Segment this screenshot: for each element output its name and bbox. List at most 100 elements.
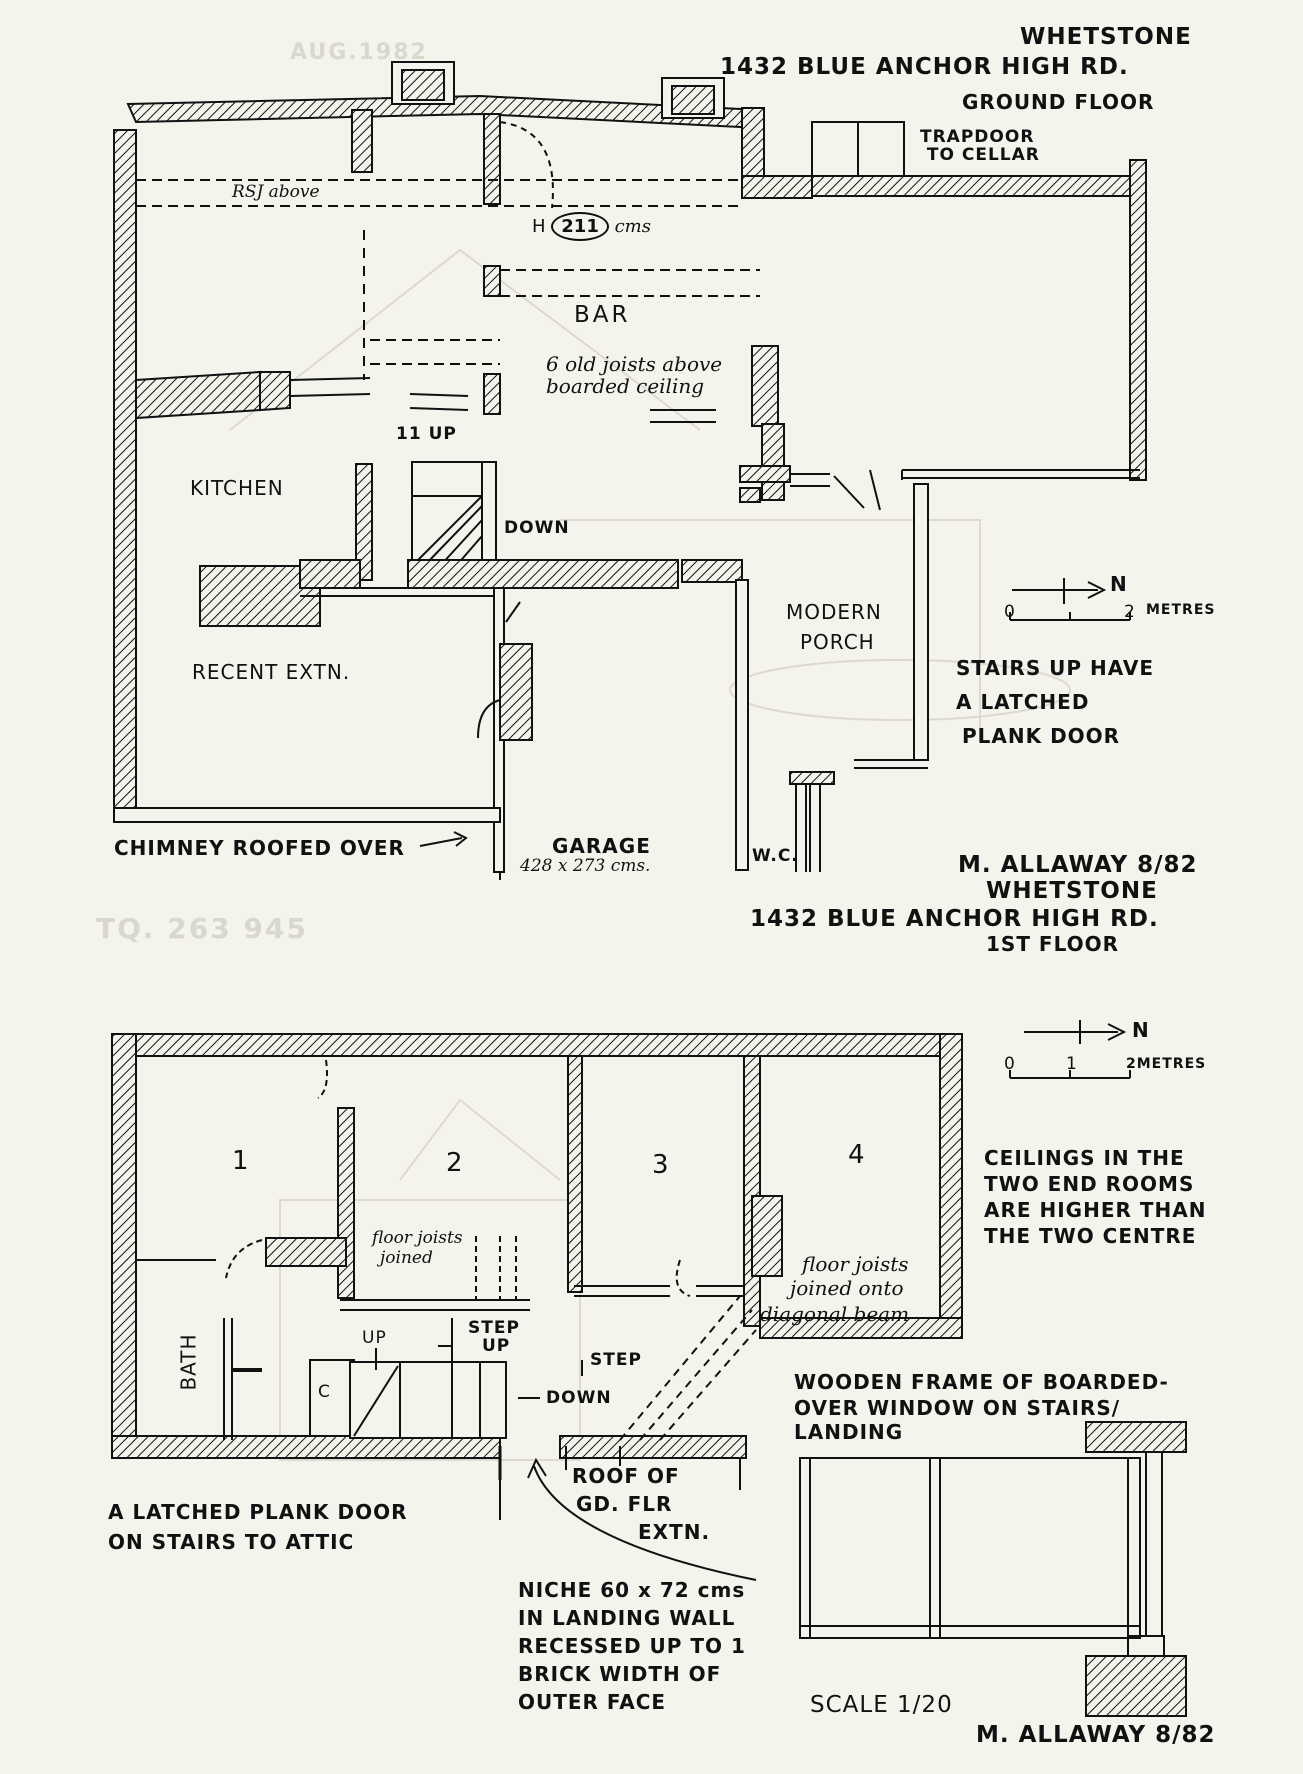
wall xyxy=(759,1317,963,1339)
first-place-title: WHETSTONE xyxy=(986,878,1158,904)
attic-note-2: ON STAIRS TO ATTIC xyxy=(108,1530,355,1554)
wall xyxy=(113,129,137,816)
stairs-note-2: A LATCHED xyxy=(956,690,1090,714)
ground-scale-units: METRES xyxy=(1146,602,1216,618)
wall xyxy=(811,175,1143,197)
joists-label-2: boarded ceiling xyxy=(546,374,705,398)
height-prefix: H xyxy=(532,216,546,237)
frame-note-3: LANDING xyxy=(794,1420,904,1444)
first-scale-0: 0 xyxy=(1004,1054,1016,1074)
wall xyxy=(567,1055,583,1293)
ceilings-note-4: THE TWO CENTRE xyxy=(984,1224,1197,1248)
floor-joists-note-a1: floor joists xyxy=(372,1228,463,1248)
wall xyxy=(111,1033,137,1457)
stairs-note-3: PLANK DOOR xyxy=(962,724,1121,748)
ground-floor-title: GROUND FLOOR xyxy=(962,90,1155,114)
ghost-text-date: AUG.1982 xyxy=(290,40,428,65)
show-through-sketch xyxy=(229,248,1071,1461)
wall xyxy=(761,423,785,501)
chimney-breast xyxy=(499,643,533,741)
first-scale-bar xyxy=(1009,1070,1131,1079)
wall xyxy=(559,1435,747,1459)
stairs-up-label: 11 UP xyxy=(396,424,457,444)
fireplace xyxy=(751,1195,783,1277)
first-scale-units: 2METRES xyxy=(1126,1056,1207,1072)
ghost-text-tq: TQ. 263 945 xyxy=(96,912,308,945)
ground-scale-bar xyxy=(1009,612,1131,621)
roof-note-1: ROOF OF xyxy=(572,1464,680,1488)
ground-place-title: WHETSTONE xyxy=(1020,24,1192,50)
room-number-1: 1 xyxy=(232,1146,249,1176)
roof-note-3: EXTN. xyxy=(638,1520,711,1544)
bath-label: BATH xyxy=(176,1333,201,1391)
wall xyxy=(351,109,373,173)
ground-address-title: 1432 BLUE ANCHOR HIGH RD. xyxy=(720,54,1129,80)
garage-label: GARAGE xyxy=(552,834,651,858)
niche-note-1: NICHE 60 x 72 cms xyxy=(518,1578,746,1602)
ground-scale-0: 0 xyxy=(1004,602,1016,622)
frame-note-1: WOODEN FRAME OF BOARDED- xyxy=(794,1370,1169,1394)
wall xyxy=(355,463,373,581)
wall xyxy=(299,559,361,589)
wall xyxy=(939,1033,963,1331)
wall xyxy=(483,373,501,415)
wall xyxy=(113,807,501,823)
window-frame-drawing xyxy=(799,1421,1187,1717)
step-up-label-1: STEP xyxy=(468,1318,520,1338)
first-author: M. ALLAWAY 8/82 xyxy=(976,1722,1216,1748)
wall xyxy=(265,1237,347,1267)
rsj-label: RSJ above xyxy=(232,182,320,202)
joists-label-1: 6 old joists above xyxy=(546,352,723,376)
room-number-3: 3 xyxy=(652,1150,669,1180)
niche-note-4: BRICK WIDTH OF xyxy=(518,1662,722,1686)
wall xyxy=(789,771,835,785)
stair xyxy=(349,1361,507,1439)
first-north-letter: N xyxy=(1132,1018,1150,1042)
first-address-title: 1432 BLUE ANCHOR HIGH RD. xyxy=(750,906,1159,932)
stairs-down-label: DOWN xyxy=(504,518,570,538)
first-floor-plan xyxy=(111,1033,963,1581)
ground-floor-plan xyxy=(113,61,1147,880)
porch-label-1: MODERN xyxy=(786,600,882,624)
room-number-2: 2 xyxy=(446,1148,463,1178)
step-down-label: STEP xyxy=(590,1350,642,1370)
niche-note-2: IN LANDING WALL xyxy=(518,1606,736,1630)
niche-note-5: OUTER FACE xyxy=(518,1690,667,1714)
wall xyxy=(735,579,749,871)
first-floor-title: 1ST FLOOR xyxy=(986,932,1120,956)
cupboard-label: C xyxy=(318,1382,331,1402)
floor-joists-note-b3: diagonal beam xyxy=(760,1302,910,1326)
ceilings-note-3: ARE HIGHER THAN xyxy=(984,1198,1207,1222)
wall xyxy=(739,487,761,503)
chimney-stack xyxy=(671,85,715,115)
trapdoor-label: TRAPDOOR TO CELLAR xyxy=(920,127,1040,165)
garage-dims-label: 428 x 273 cms. xyxy=(520,856,651,876)
extension-label: RECENT EXTN. xyxy=(192,660,351,684)
ground-north-letter: N xyxy=(1110,572,1128,596)
wall xyxy=(111,1435,501,1459)
step-up-label-2: UP xyxy=(482,1336,511,1356)
ground-author: M. ALLAWAY 8/82 xyxy=(958,852,1198,878)
room-number-4: 4 xyxy=(848,1140,865,1170)
wall xyxy=(135,370,261,420)
height-value: 211 xyxy=(551,212,609,241)
chimney-label: CHIMNEY ROOFED OVER xyxy=(114,836,405,860)
wall xyxy=(407,559,679,589)
wall xyxy=(743,1055,761,1327)
first-north-arrow xyxy=(1024,1020,1127,1044)
frame-note-2: OVER WINDOW ON STAIRS/ xyxy=(794,1396,1121,1420)
wall xyxy=(913,483,929,761)
ground-north-arrow xyxy=(1012,578,1107,604)
wall xyxy=(739,465,791,483)
stairs-note-1: STAIRS UP HAVE xyxy=(956,656,1155,680)
ceilings-note-1: CEILINGS IN THE xyxy=(984,1146,1185,1170)
wall xyxy=(111,1033,961,1057)
wall xyxy=(259,371,291,412)
kitchen-label: KITCHEN xyxy=(190,476,284,500)
height-unit: cms xyxy=(614,216,651,237)
wall xyxy=(483,265,501,297)
ground-scale-2: 2 xyxy=(1124,602,1136,622)
wc-label: W.C. xyxy=(752,846,799,866)
first-scale-1: 1 xyxy=(1066,1054,1078,1074)
